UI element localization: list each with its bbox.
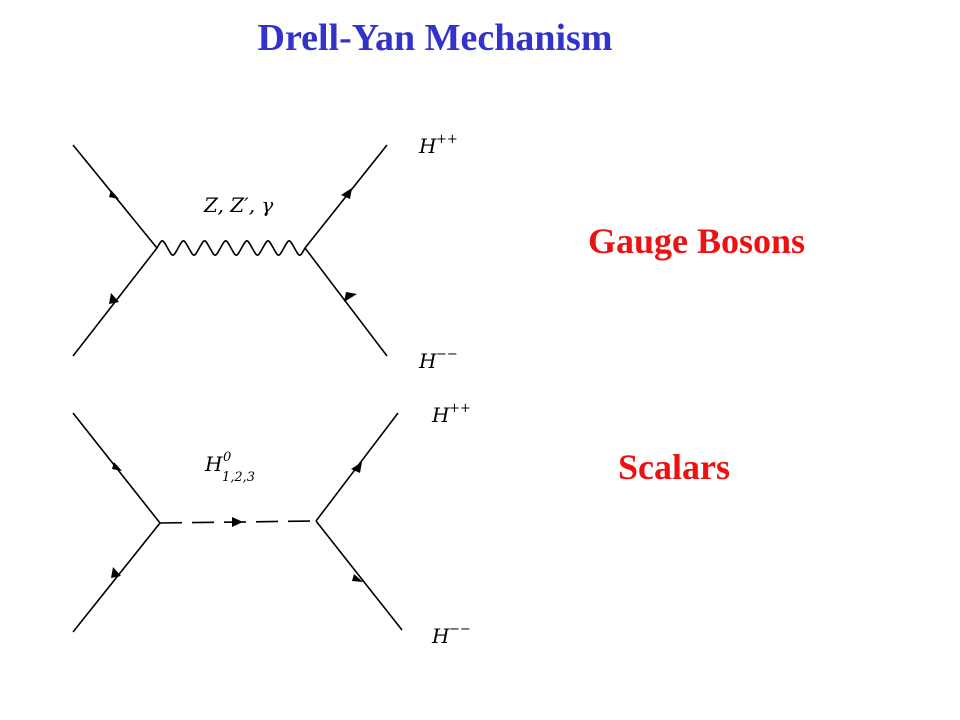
propagator-label-gauge: Z, Z′, γ	[203, 193, 273, 217]
svg-text:−−: −−	[436, 347, 458, 362]
label-h-plusplus-top: H ++	[418, 132, 458, 158]
arrow-marker	[109, 190, 119, 199]
outgoing-bottom-line	[315, 520, 403, 631]
gauge-boson-diagram	[72, 144, 388, 357]
gauge-bosons-label: Gauge Bosons	[588, 221, 806, 261]
wavy-propagator-line	[156, 240, 306, 256]
arrow-marker	[351, 462, 362, 473]
label-h-plusplus-bottom: H ++	[431, 401, 471, 427]
page-title: Drell-Yan Mechanism	[257, 17, 613, 59]
arrow-marker	[352, 574, 363, 582]
svg-text:++: ++	[436, 132, 458, 147]
scalar-diagram-arrows	[111, 462, 363, 582]
propagator-label-scalar: H 0 1,2,3	[204, 450, 255, 485]
svg-text:H: H	[431, 624, 450, 648]
svg-text:H: H	[418, 134, 437, 158]
arrow-marker	[232, 517, 243, 527]
gauge-diagram-arrows	[109, 188, 357, 304]
label-h-minusminus-top: H −−	[418, 347, 458, 373]
arrow-marker	[109, 293, 119, 304]
arrow-marker	[341, 188, 352, 199]
incoming-fermion-bottom-line	[72, 522, 161, 633]
svg-text:H: H	[431, 403, 450, 427]
svg-text:H: H	[204, 452, 223, 476]
outgoing-bottom-line	[304, 247, 388, 357]
svg-text:0: 0	[223, 450, 231, 465]
label-h-minusminus-bottom: H −−	[431, 622, 471, 648]
svg-text:−−: −−	[449, 622, 471, 637]
scalars-label: Scalars	[618, 447, 730, 487]
svg-text:1,2,3: 1,2,3	[222, 470, 255, 485]
arrow-marker	[111, 567, 121, 578]
arrow-marker	[344, 292, 357, 302]
svg-text:++: ++	[449, 401, 471, 416]
svg-text:H: H	[418, 349, 437, 373]
arrow-marker	[112, 462, 122, 471]
